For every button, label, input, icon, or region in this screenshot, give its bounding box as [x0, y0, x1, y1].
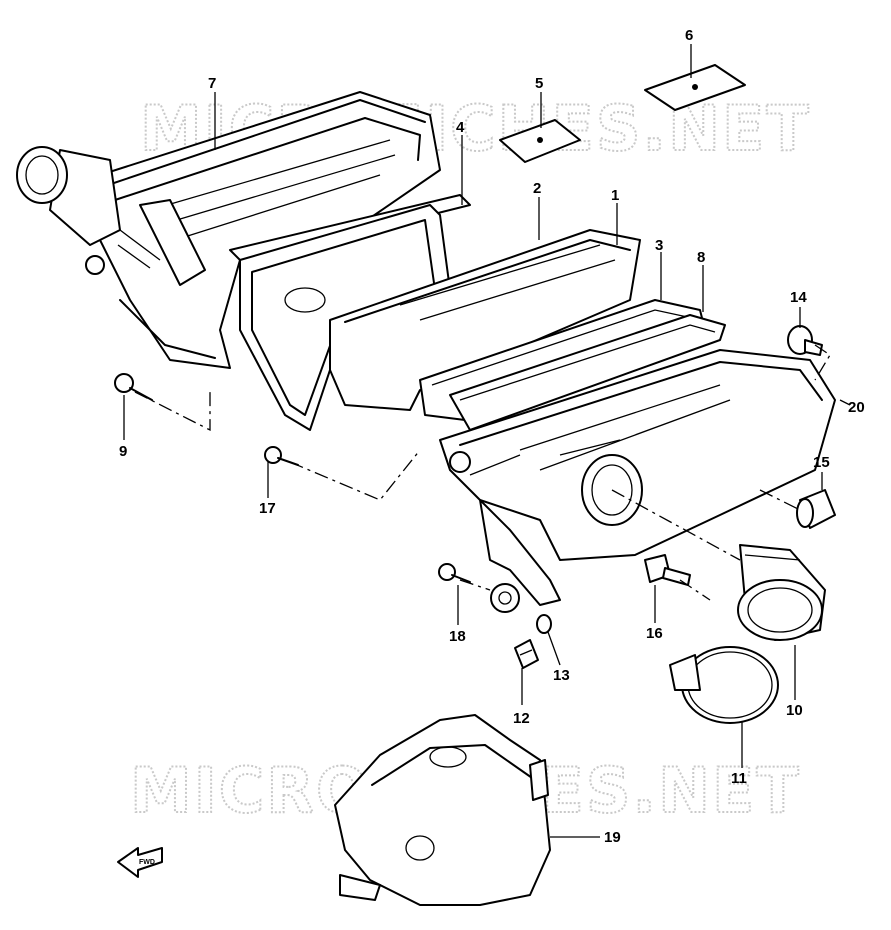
- forward-arrow-label: FWD: [139, 859, 155, 866]
- callout-16: 16: [646, 625, 663, 642]
- part-7-air-cleaner-case: [16, 91, 441, 369]
- callout-9: 9: [119, 443, 127, 460]
- callout-3: 3: [655, 237, 663, 254]
- part-18-screw: [438, 563, 471, 583]
- callout-15: 15: [813, 454, 830, 471]
- callout-5: 5: [535, 75, 543, 92]
- callout-4: 4: [456, 119, 465, 136]
- callout-17: 17: [259, 500, 276, 517]
- callout-1: 1: [611, 187, 619, 204]
- part-10-intake-boot: [737, 544, 826, 641]
- forward-arrow-icon: FWD: [117, 847, 163, 878]
- callout-7: 7: [208, 75, 216, 92]
- part-6-bracket: [644, 64, 746, 111]
- callout-12: 12: [513, 710, 530, 727]
- part-14-grommet: [787, 325, 823, 356]
- part-16-bolt: [644, 554, 691, 586]
- callout-13: 13: [553, 667, 570, 684]
- part-9-screw: [114, 373, 153, 401]
- part-8-gasket: [449, 314, 726, 431]
- callout-18: 18: [449, 628, 466, 645]
- part-15-plug: [796, 489, 836, 529]
- part-13-cap: [536, 614, 552, 634]
- callout-11: 11: [731, 770, 747, 787]
- assembly-lines: [134, 344, 851, 601]
- callout-8: 8: [697, 249, 705, 266]
- part-12-drain: [514, 639, 539, 669]
- part-17-screw: [264, 446, 299, 466]
- callout-14: 14: [790, 289, 807, 306]
- callout-6: 6: [685, 27, 693, 44]
- part-11-hose-clamp: [669, 646, 779, 724]
- leader-lines: [123, 44, 823, 838]
- callout-20: 20: [848, 399, 865, 416]
- callout-10: 10: [786, 702, 803, 719]
- callouts: 7 4 5 6 2 1 3 8 14 20 9 17 15 18 16 13 1…: [119, 27, 865, 846]
- part-5-bracket: [499, 119, 581, 163]
- callout-19: 19: [604, 829, 621, 846]
- part-19-cover: [334, 714, 551, 906]
- callout-2: 2: [533, 180, 541, 197]
- part-2-filter-element: [329, 229, 641, 411]
